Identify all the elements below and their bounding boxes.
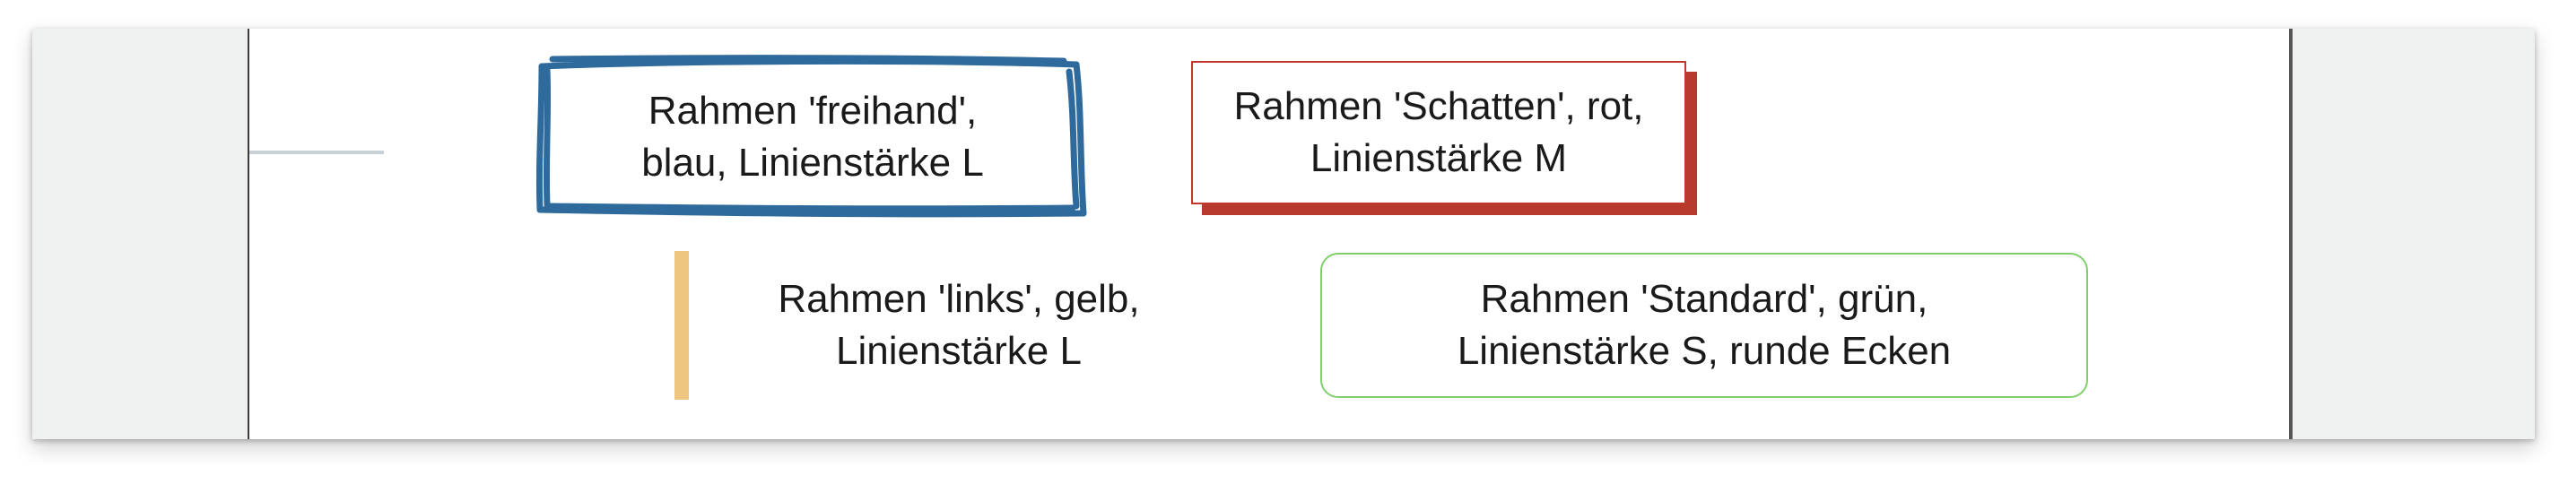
freehand-frame-shape (535, 55, 1087, 218)
node-freihand-label: Rahmen 'freihand', blau, Linienstärke L (641, 85, 984, 189)
node-standard-label: Rahmen 'Standard', grün, Linienstärke S,… (1458, 273, 1951, 377)
branch-connector-line (249, 151, 384, 154)
node-schatten-red[interactable]: Rahmen 'Schatten', rot, Linienstärke M (1191, 61, 1686, 204)
node-freihand-line2: blau, Linienstärke L (641, 141, 984, 185)
right-page-margin (2289, 29, 2535, 439)
node-schatten-line1: Rahmen 'Schatten', rot, (1233, 84, 1644, 128)
node-links-line2: Linienstärke L (836, 329, 1082, 373)
node-freihand-line1: Rahmen 'freihand', (648, 89, 978, 133)
left-page-margin (32, 29, 249, 439)
mindmap-window: Rahmen 'freihand', blau, Linienstärke L … (32, 29, 2535, 439)
node-freihand-blue[interactable]: Rahmen 'freihand', blau, Linienstärke L (535, 55, 1091, 219)
node-links-label: Rahmen 'links', gelb, Linienstärke L (741, 273, 1177, 377)
left-frame-bar (674, 251, 689, 400)
node-links-line1: Rahmen 'links', gelb, (778, 277, 1140, 321)
node-schatten-label: Rahmen 'Schatten', rot, Linienstärke M (1233, 81, 1643, 185)
node-standard-line1: Rahmen 'Standard', grün, (1480, 277, 1928, 321)
node-standard-line2: Linienstärke S, runde Ecken (1457, 329, 1952, 373)
node-links-yellow[interactable]: Rahmen 'links', gelb, Linienstärke L (674, 251, 1177, 400)
node-schatten-line2: Linienstärke M (1310, 136, 1568, 180)
node-standard-green[interactable]: Rahmen 'Standard', grün, Linienstärke S,… (1320, 253, 2088, 398)
